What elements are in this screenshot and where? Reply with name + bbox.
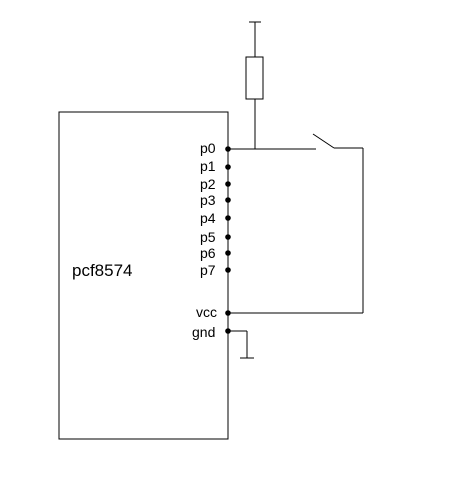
pin-dot-p3 <box>225 197 231 203</box>
pin-dot-p4 <box>225 215 231 221</box>
pin-label-p7: p7 <box>200 262 216 278</box>
pin-label-p5: p5 <box>200 229 216 245</box>
pull-up-resistor <box>245 21 264 149</box>
resistor-body <box>245 56 264 100</box>
pin-label-p2: p2 <box>200 176 216 192</box>
pin-dot-p1 <box>225 164 231 170</box>
switch-lever <box>312 133 335 149</box>
pin-label-p3: p3 <box>200 192 216 208</box>
chip-label: pcf8574 <box>72 261 133 280</box>
pin-label-p1: p1 <box>200 158 216 174</box>
pin-label-vcc: vcc <box>196 304 217 320</box>
pin-dot-p2 <box>225 181 231 187</box>
pin-label-p6: p6 <box>200 245 216 261</box>
pin-label-gnd: gnd <box>192 324 215 340</box>
pin-dot-p6 <box>225 250 231 256</box>
chip-body <box>58 111 229 440</box>
pin-label-p4: p4 <box>200 210 216 226</box>
pin-dot-p5 <box>225 234 231 240</box>
ground-symbol <box>228 330 254 359</box>
push-switch <box>312 133 363 149</box>
pin-dot-p7 <box>225 267 231 273</box>
pin-label-p0: p0 <box>200 140 216 156</box>
